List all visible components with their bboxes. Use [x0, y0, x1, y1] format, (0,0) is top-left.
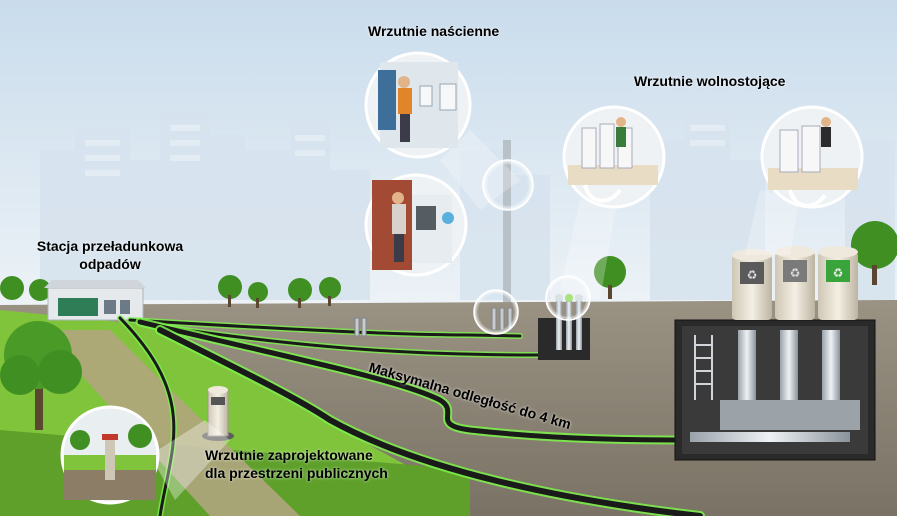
- label-public-inlets-line2: dla przestrzeni publicznych: [205, 465, 388, 481]
- background-trees: [0, 221, 897, 308]
- pipes-network: [117, 315, 705, 516]
- chimney-tower: [503, 140, 511, 315]
- transfer-station-building: [44, 280, 146, 321]
- label-wall-inlets: Wrzutnie naścienne: [368, 23, 500, 39]
- label-transfer-station-line1: Stacja przeładunkowa: [36, 238, 184, 254]
- label-freestanding-inlets: Wrzutnie wolnostojące: [634, 73, 786, 89]
- main-underground-chamber: [674, 319, 876, 461]
- label-public-inlets-line1: Wrzutnie zaprojektowane: [205, 447, 373, 463]
- label-public-inlets: Wrzutnie zaprojektowane dla przestrzeni …: [205, 446, 388, 482]
- surface-waste-tanks: ♻ ♻ ♻: [732, 246, 858, 320]
- small-bubble-lower: [473, 289, 519, 335]
- city-skyline: [40, 110, 895, 300]
- label-transfer-station-line2: odpadów: [79, 256, 141, 272]
- small-bubble-chamber: [545, 275, 591, 321]
- svg-text:♻: ♻: [790, 266, 801, 280]
- building-windows: [85, 125, 725, 176]
- svg-text:♻: ♻: [747, 268, 758, 282]
- detail-bubble-wall-top: [364, 51, 520, 210]
- detail-bubble-public: [60, 405, 230, 505]
- foreground-tree: [0, 321, 82, 430]
- small-collection-chamber: [538, 294, 590, 360]
- public-inlet-post: [202, 386, 234, 441]
- small-bubble-upper: [482, 159, 534, 211]
- detail-bubble-free-left: [560, 105, 666, 300]
- label-transfer-station: Stacja przeładunkowa odpadów: [22, 237, 198, 273]
- detail-bubble-free-right: [745, 105, 864, 255]
- detail-bubble-wall-bottom: [364, 173, 468, 277]
- svg-text:♻: ♻: [833, 266, 844, 280]
- footpath: [40, 330, 300, 516]
